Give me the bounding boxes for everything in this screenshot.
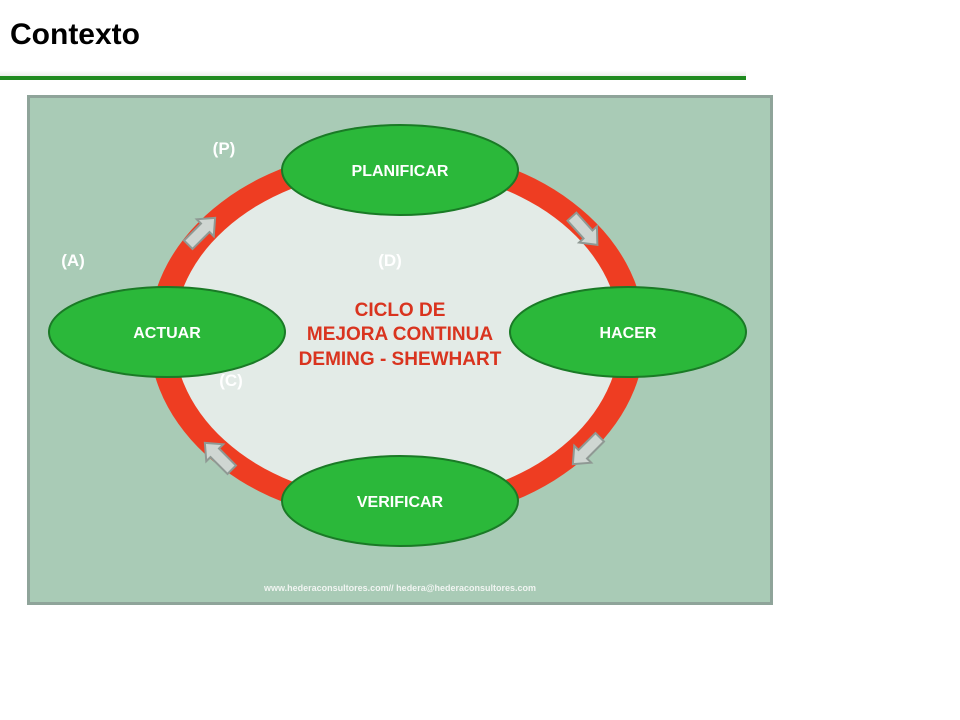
arrow-act-to-plan-icon xyxy=(182,216,217,251)
title-rule xyxy=(0,76,746,80)
pdca-cycle-diagram: PLANIFICAR HACER VERIFICAR ACTUAR CICLO … xyxy=(27,95,773,605)
node-act: ACTUAR xyxy=(48,286,286,378)
node-act-label: ACTUAR xyxy=(133,325,201,342)
node-do-label: HACER xyxy=(600,325,657,342)
center-title-line-2: MEJORA CONTINUA xyxy=(307,324,493,345)
phase-label-c: (C) xyxy=(219,371,243,390)
phase-label-p: (P) xyxy=(213,139,236,158)
arrow-plan-to-do-icon xyxy=(566,211,599,247)
node-plan: PLANIFICAR xyxy=(281,124,519,216)
page-title: Contexto xyxy=(10,18,140,51)
cycle-inner xyxy=(174,169,620,501)
arrow-check-to-act-icon xyxy=(203,441,238,476)
footer-url: www.hederaconsultores.com// hedera@heder… xyxy=(263,583,536,593)
phase-label-a: (A) xyxy=(61,251,85,270)
center-title-line-3: DEMING - SHEWHART xyxy=(299,349,502,370)
center-title-line-1: CICLO DE xyxy=(355,300,446,321)
center-title: CICLO DE MEJORA CONTINUA DEMING - SHEWHA… xyxy=(299,300,502,370)
node-do: HACER xyxy=(509,286,747,378)
node-check: VERIFICAR xyxy=(281,455,519,547)
arrow-do-to-check-icon xyxy=(571,431,606,466)
node-plan-label: PLANIFICAR xyxy=(352,163,449,180)
node-check-label: VERIFICAR xyxy=(357,494,444,511)
phase-label-d: (D) xyxy=(378,251,402,270)
title-rule-shadow xyxy=(0,70,746,76)
